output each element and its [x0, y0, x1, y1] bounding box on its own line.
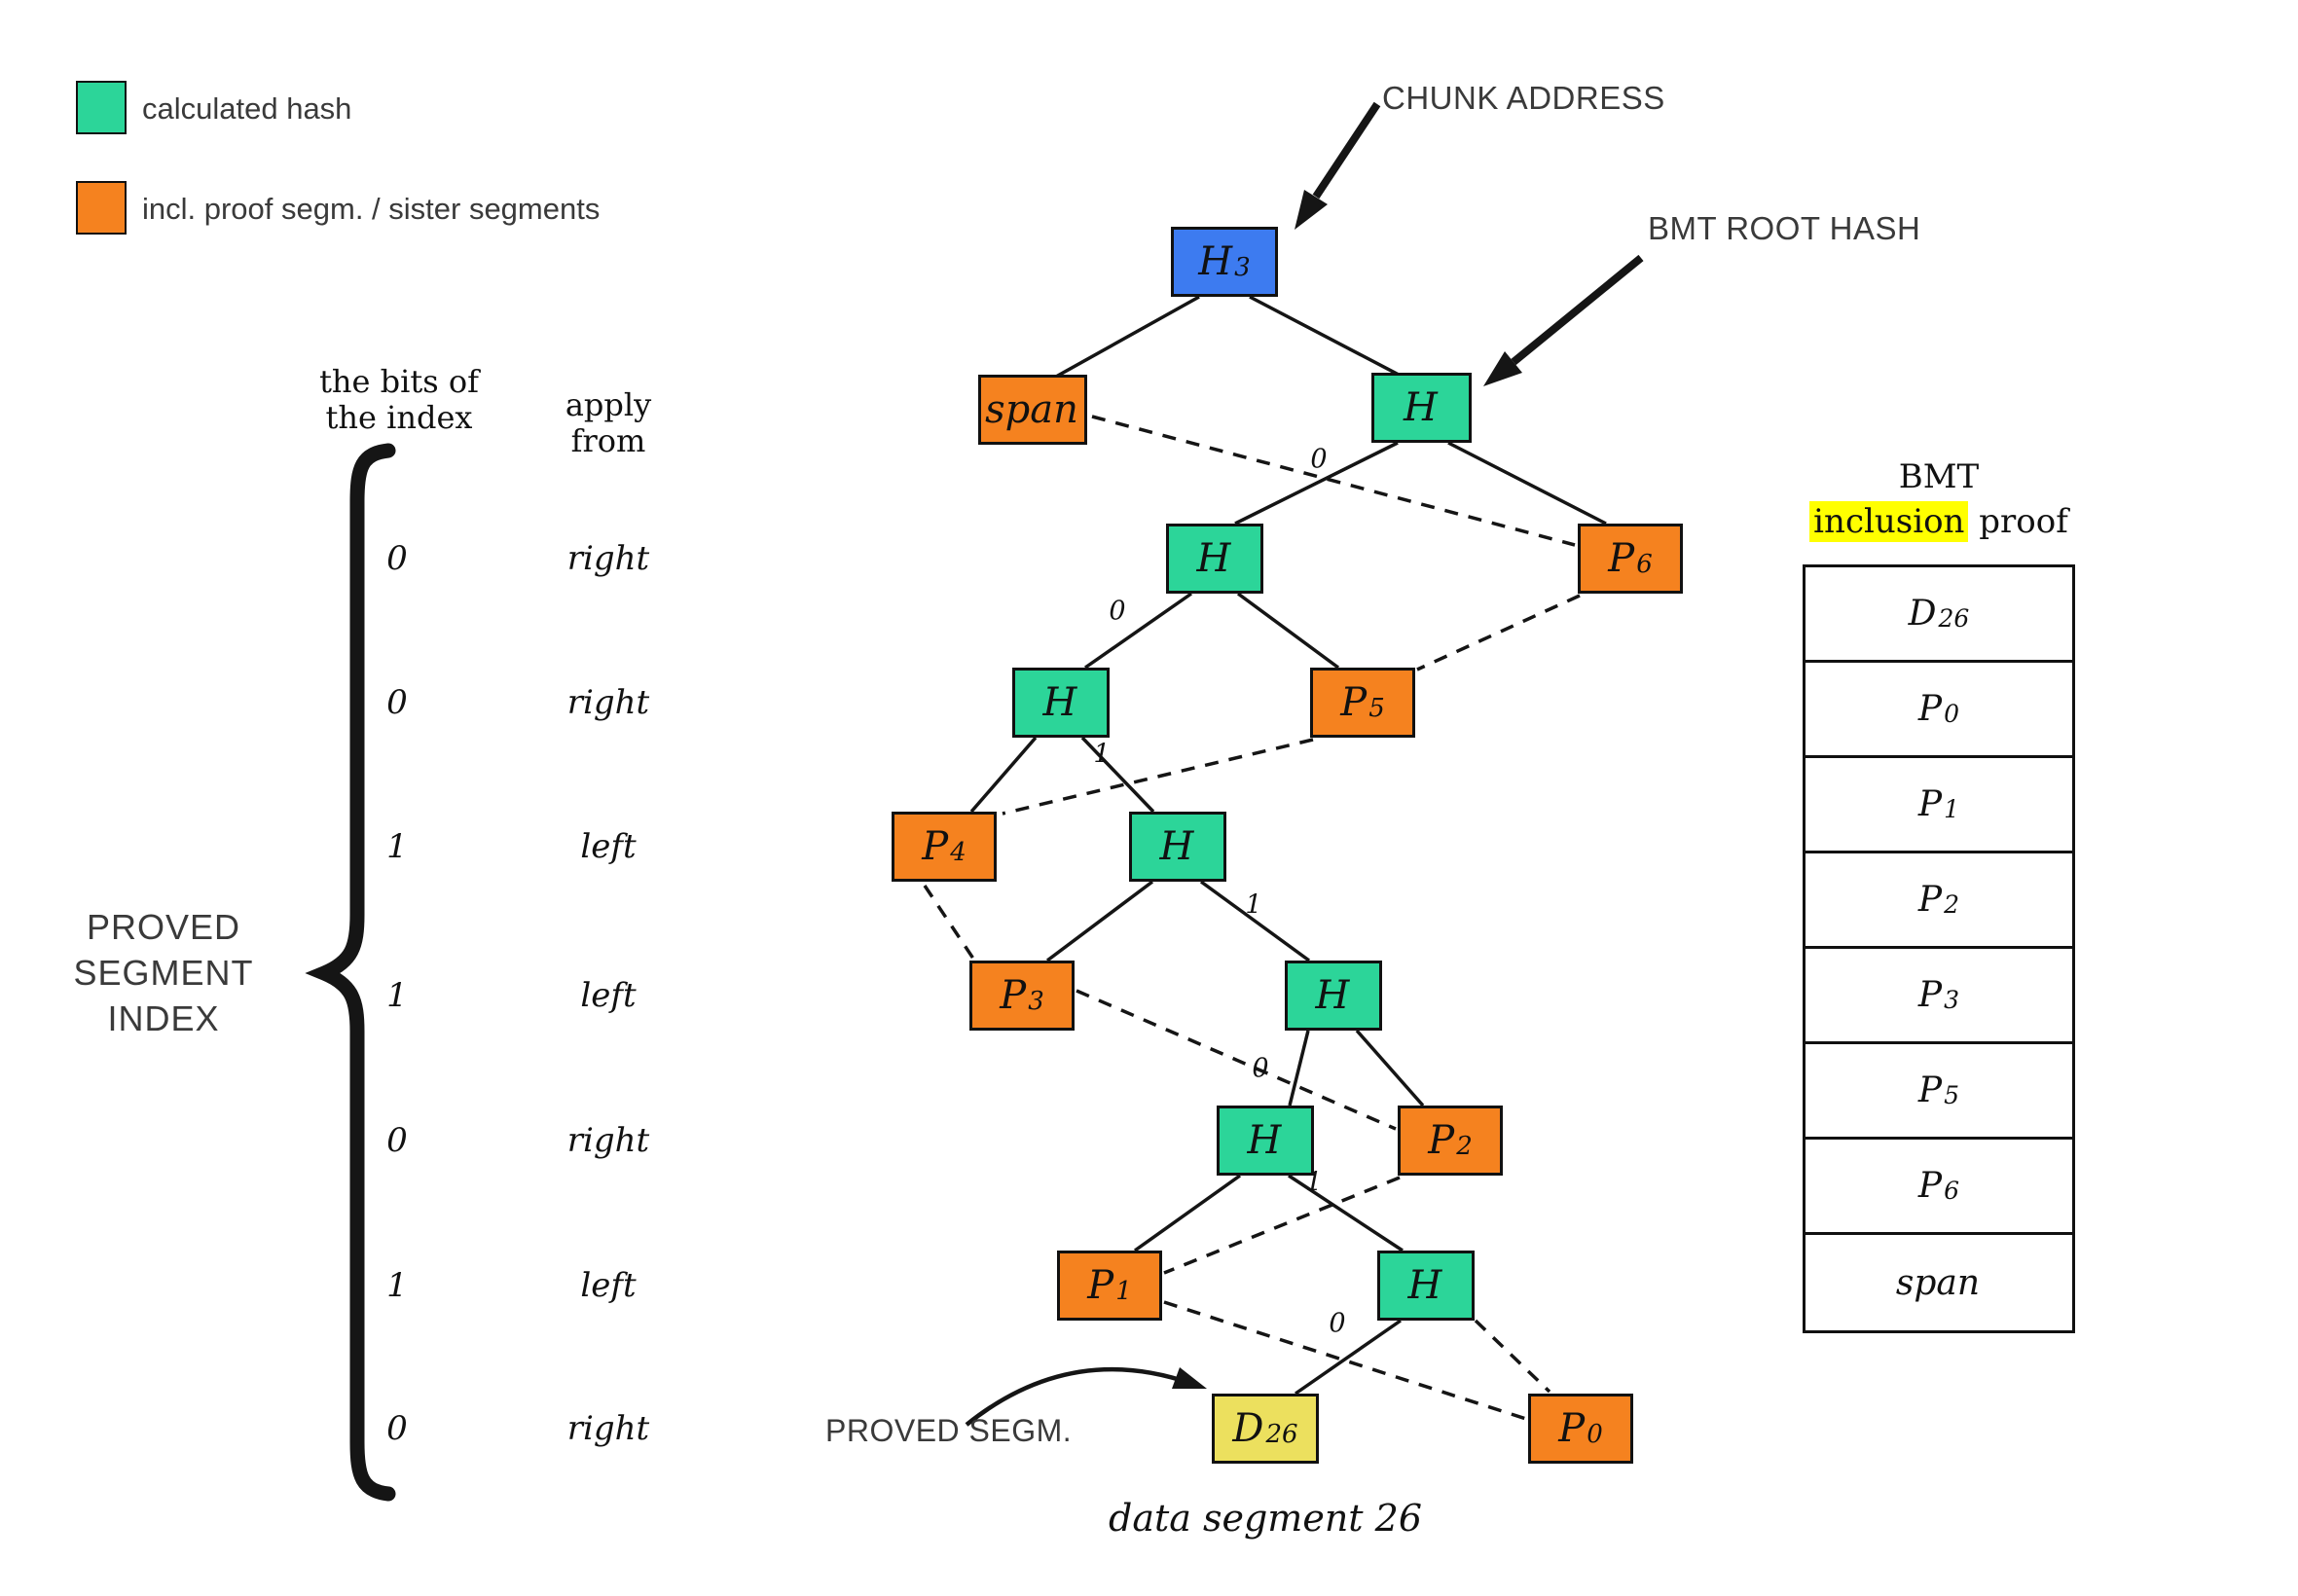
bit-row-4-bit: 0: [386, 1121, 408, 1160]
apply-from-column-header: apply from: [565, 386, 652, 459]
node-hash-l4: H: [1129, 812, 1226, 882]
legend-label-proof-segments: incl. proof segm. / sister segments: [142, 192, 601, 226]
legend-swatch-calculated-hash: [76, 81, 127, 134]
chunk-address-label: CHUNK ADDRESS: [1382, 80, 1665, 116]
data-segment-caption: data segment 26: [1109, 1497, 1422, 1540]
proved-segment-index-brace: [305, 443, 396, 1502]
bit-row-5-bit: 1: [386, 1266, 408, 1305]
edge-bit-2: 1: [1093, 739, 1111, 770]
bit-row-4-apply: right: [566, 1121, 650, 1160]
bit-row-3-apply: left: [580, 976, 637, 1015]
node-hash-l5: H: [1285, 961, 1382, 1031]
bit-row-0-bit: 0: [386, 539, 408, 578]
legend-swatch-proof-segments: [76, 181, 127, 235]
proof-table-row-span: span: [1895, 1262, 1981, 1303]
node-hash-l6: H: [1217, 1106, 1314, 1176]
bit-row-1-bit: 0: [386, 683, 408, 722]
node-hash-l7: H: [1377, 1251, 1475, 1321]
node-hash-l3: H: [1012, 668, 1110, 738]
node-span: span: [978, 375, 1087, 445]
bit-row-2-apply: left: [580, 827, 637, 866]
proved-segm-arrow: [965, 1366, 1207, 1427]
bit-row-5-apply: left: [580, 1266, 637, 1305]
edge-bit-0: 0: [1310, 444, 1328, 475]
proved-segment-index-label: PROVED SEGMENT INDEX: [73, 907, 254, 1038]
edge-bit-4: 0: [1252, 1053, 1269, 1084]
edge-bit-3: 1: [1245, 889, 1262, 921]
bit-row-6-bit: 0: [386, 1409, 408, 1448]
node-bmt-root-hash: H: [1371, 373, 1472, 443]
bit-row-6-apply: right: [566, 1409, 650, 1448]
highlighted-word: inclusion: [1809, 500, 1969, 542]
bmt-root-hash-label: BMT ROOT HASH: [1648, 210, 1921, 246]
bits-column-header: the bits of the index: [319, 363, 479, 436]
bmt-root-hash-arrow: [1483, 254, 1644, 386]
bit-row-0-apply: right: [566, 539, 650, 578]
chunk-address-arrow: [1295, 101, 1381, 230]
legend-label-calculated-hash: calculated hash: [142, 91, 352, 126]
bit-row-1-apply: right: [566, 683, 650, 722]
edge-bit-6: 0: [1329, 1308, 1346, 1339]
proof-table-title: BMT inclusion proof: [1783, 455, 2095, 545]
bit-row-2-bit: 1: [386, 827, 408, 866]
proved-segm-label: PROVED SEGM.: [825, 1413, 1073, 1448]
bit-row-3-bit: 1: [386, 976, 408, 1015]
edge-bit-1: 0: [1109, 596, 1126, 627]
node-hash-l2: H: [1166, 524, 1263, 594]
edge-bit-5: 1: [1305, 1167, 1323, 1198]
